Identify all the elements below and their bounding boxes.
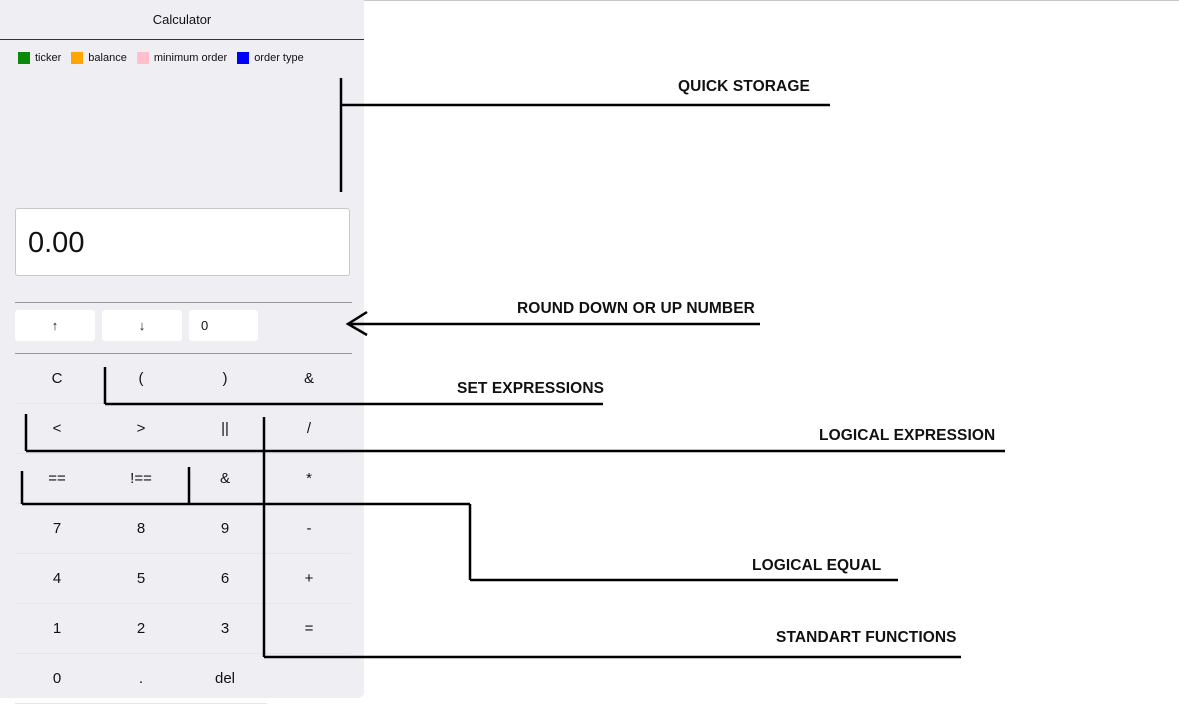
key-button[interactable]: - bbox=[267, 504, 351, 554]
key-button[interactable]: 7 bbox=[15, 504, 99, 554]
legend-item-balance[interactable]: balance bbox=[71, 52, 127, 64]
legend-swatch-minimum-order bbox=[136, 52, 149, 64]
annotation-logical-expression: LOGICAL EXPRESSION bbox=[819, 427, 996, 444]
round-digits-input[interactable]: 0 bbox=[189, 310, 258, 341]
round-up-button[interactable]: ↑ bbox=[15, 310, 95, 341]
key-button[interactable]: 1 bbox=[15, 604, 99, 654]
key-button[interactable]: 4 bbox=[15, 554, 99, 604]
arrow-down-icon: ↓ bbox=[138, 318, 146, 333]
calculator-title: Calculator bbox=[0, 0, 364, 40]
key-button[interactable]: < bbox=[15, 404, 99, 454]
key-button[interactable]: 3 bbox=[183, 604, 267, 654]
key-button[interactable]: 9 bbox=[183, 504, 267, 554]
legend-item-minimum-order[interactable]: minimum order bbox=[136, 52, 228, 64]
key-button[interactable]: . bbox=[99, 654, 183, 704]
annotation-standart-functions: STANDART FUNCTIONS bbox=[776, 629, 957, 646]
key-button[interactable]: 5 bbox=[99, 554, 183, 604]
key-button[interactable]: = bbox=[267, 604, 351, 654]
key-button[interactable]: + bbox=[267, 554, 351, 604]
legend-swatch-balance bbox=[71, 52, 84, 64]
legend-swatch-ticker bbox=[18, 52, 30, 64]
legend-label: ticker bbox=[35, 52, 62, 64]
key-button[interactable]: > bbox=[99, 404, 183, 454]
calculator-panel: Calculator ticker balance minimum order … bbox=[0, 0, 364, 704]
annotation-quick-storage: QUICK STORAGE bbox=[678, 78, 810, 95]
legend-item-order-type[interactable]: order type bbox=[237, 52, 304, 64]
legend-label: order type bbox=[254, 52, 304, 64]
key-button[interactable]: del bbox=[183, 654, 267, 704]
key-button[interactable]: / bbox=[267, 404, 351, 454]
annotation-logical-equal: LOGICAL EQUAL bbox=[752, 557, 882, 574]
legend: ticker balance minimum order order type bbox=[18, 52, 314, 64]
annotation-round: ROUND DOWN OR UP NUMBER bbox=[517, 300, 755, 317]
key-button[interactable]: || bbox=[183, 404, 267, 454]
key-button[interactable]: 8 bbox=[99, 504, 183, 554]
legend-label: minimum order bbox=[153, 52, 228, 64]
divider bbox=[15, 302, 352, 303]
key-button[interactable]: 2 bbox=[99, 604, 183, 654]
arrow-up-icon: ↑ bbox=[51, 318, 59, 333]
divider bbox=[15, 353, 352, 354]
key-button[interactable]: C bbox=[15, 354, 99, 404]
key-button[interactable]: 0 bbox=[15, 654, 99, 704]
legend-item-ticker[interactable]: ticker bbox=[18, 52, 61, 64]
legend-swatch-order-type bbox=[237, 52, 250, 64]
top-divider bbox=[364, 0, 1179, 1]
round-down-button[interactable]: ↓ bbox=[102, 310, 182, 341]
legend-label: balance bbox=[88, 52, 127, 64]
result-display: 0.00 bbox=[15, 208, 350, 276]
key-button[interactable]: 6 bbox=[183, 554, 267, 604]
annotation-set-expressions: SET EXPRESSIONS bbox=[457, 380, 605, 397]
